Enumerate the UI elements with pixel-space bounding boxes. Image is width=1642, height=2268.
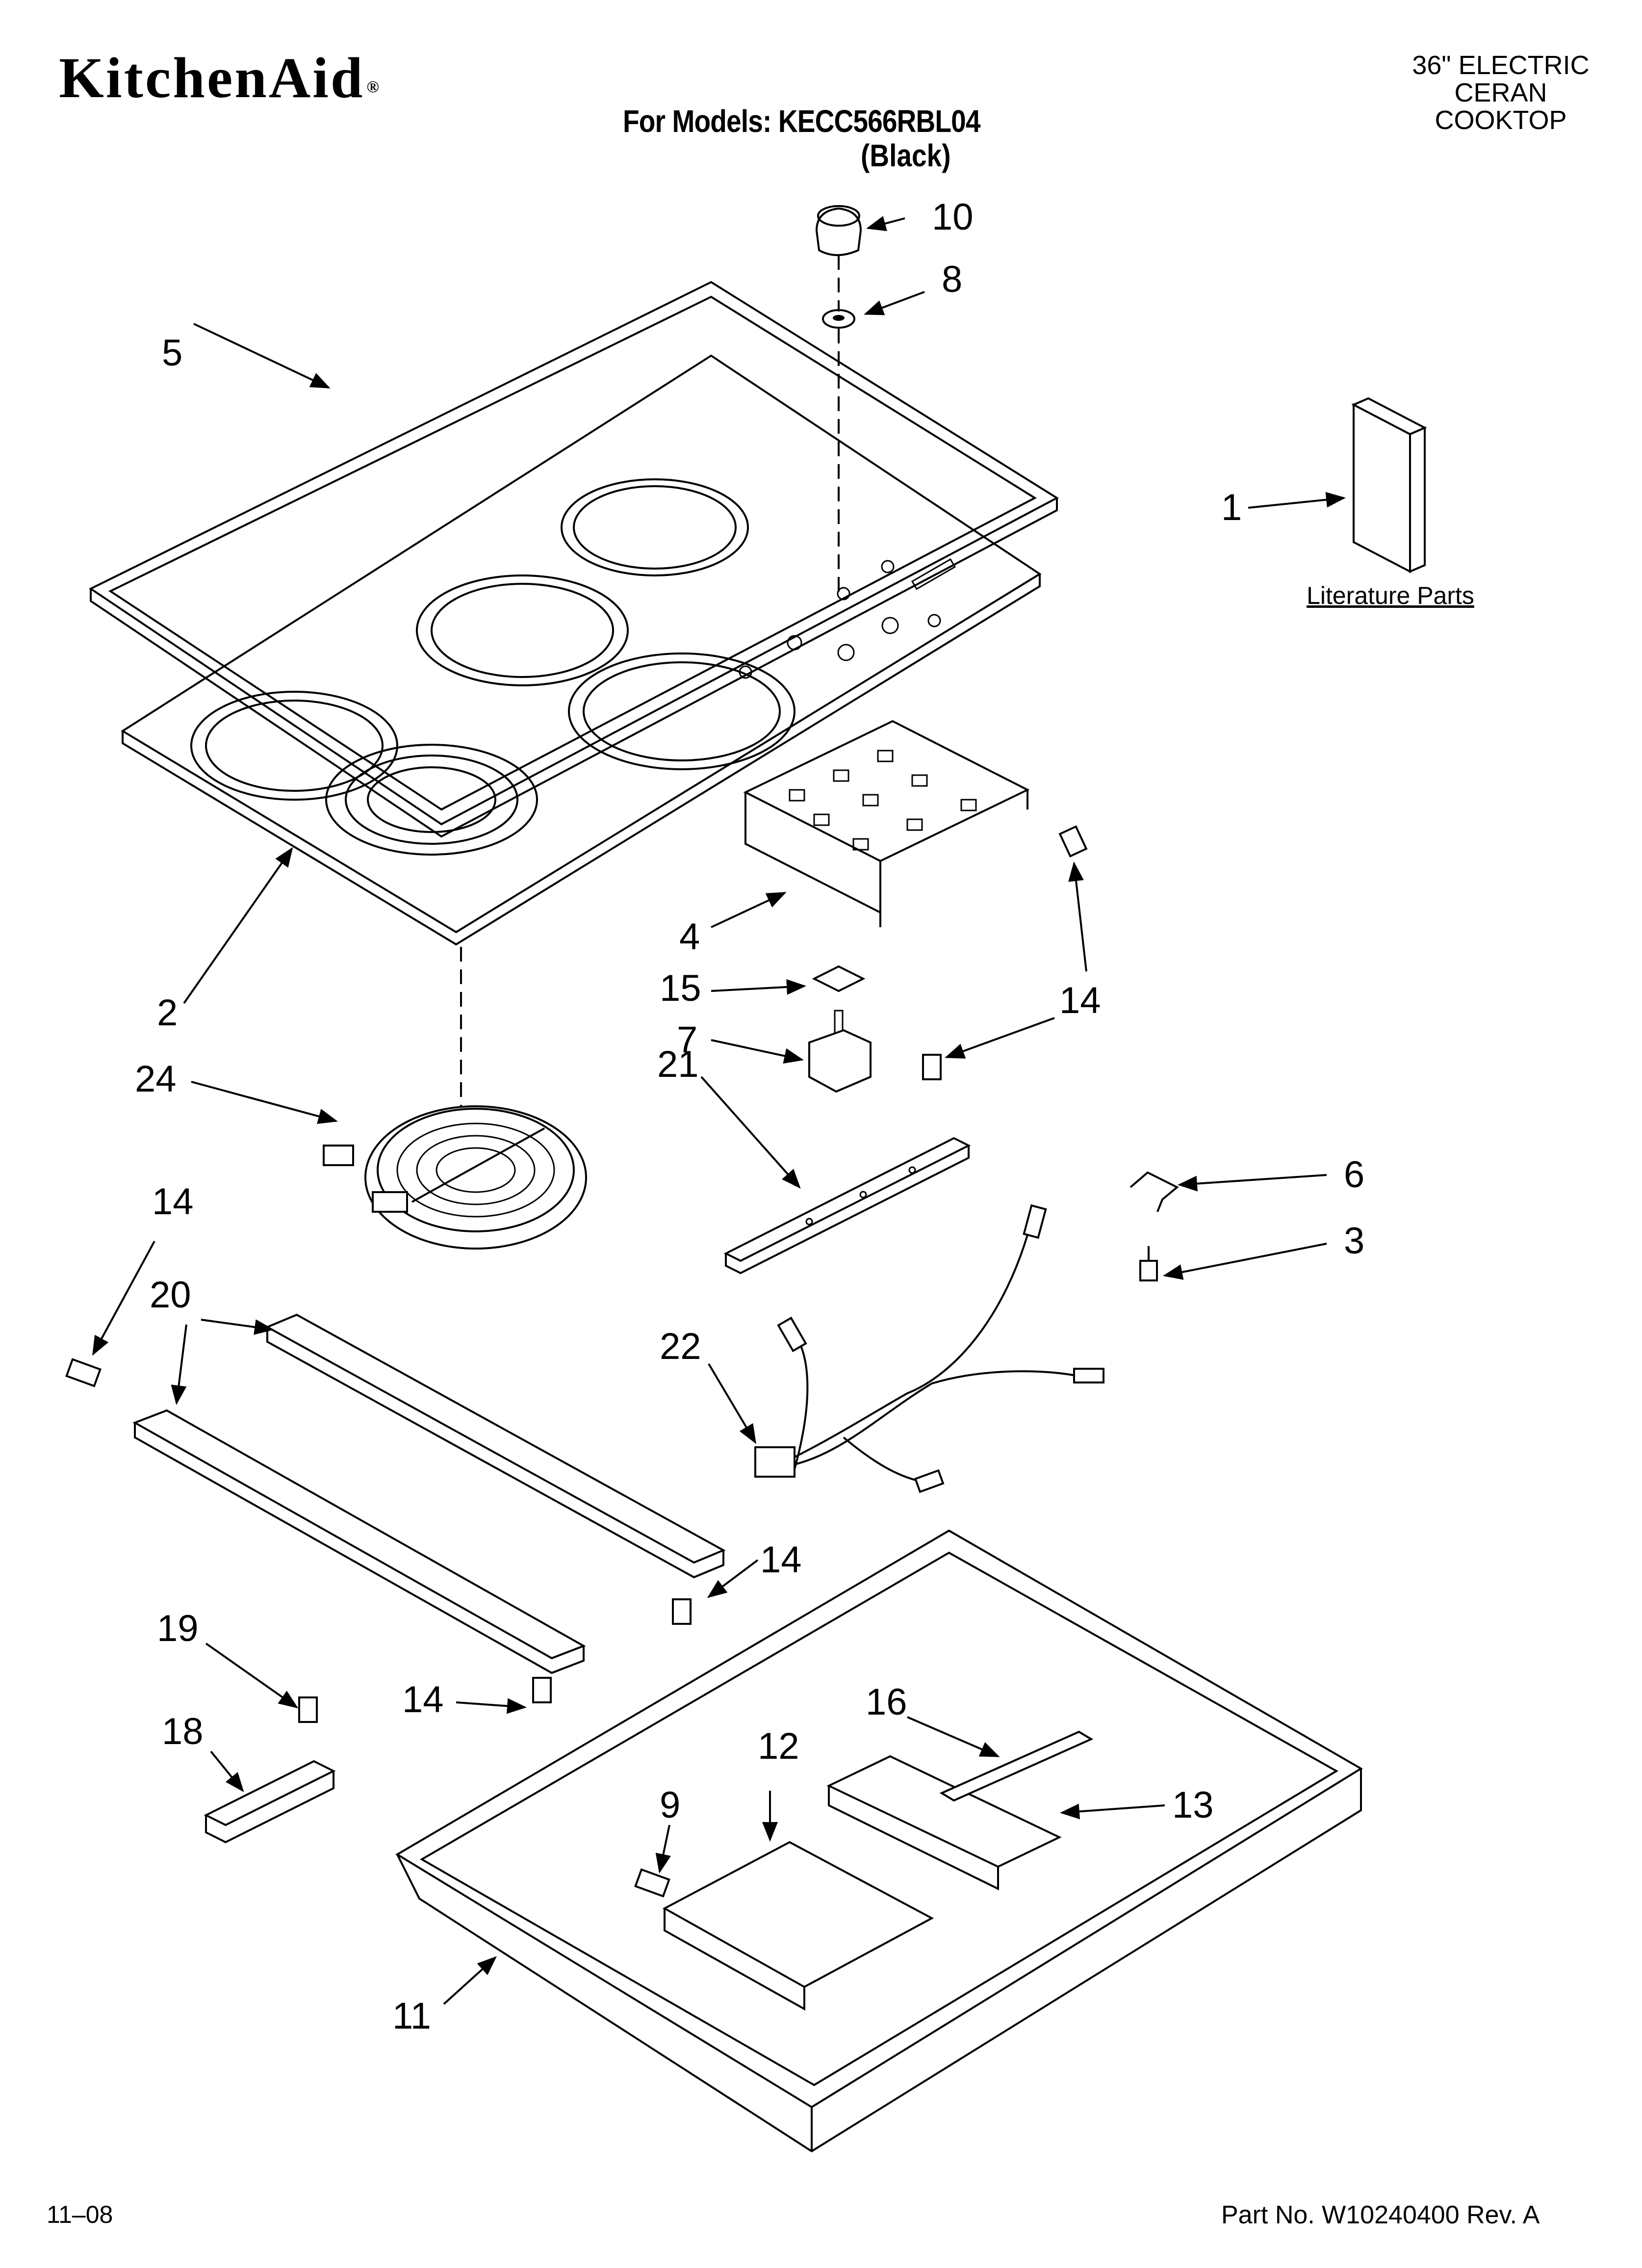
callout-24: 24: [135, 1058, 177, 1100]
part-19-screw: [298, 1696, 318, 1723]
part-15-switch-plate: [812, 965, 866, 992]
part-12-terminal-bracket: [662, 1841, 934, 2011]
callout-14-bracket-screw: 14: [1059, 980, 1101, 1021]
part-11-cooktop-box: [395, 1529, 1363, 2153]
part-4-control-bracket: [743, 720, 1030, 927]
part-7-infinite-switch: [808, 1010, 872, 1093]
callout-14-rail-screw: 14: [152, 1181, 194, 1223]
part-9-ground-screw: [634, 1868, 670, 1898]
part-1-literature-booklet: [1351, 397, 1427, 574]
brand-name: KitchenAid: [59, 46, 365, 110]
callout-18: 18: [162, 1711, 204, 1752]
callout-3: 3: [1344, 1220, 1364, 1262]
part-16-insulation-strip: [939, 1730, 1094, 1802]
callout-5: 5: [162, 332, 182, 374]
callout-12: 12: [758, 1725, 799, 1767]
callout-8: 8: [942, 259, 962, 300]
callout-numbers: 10 8 5 1 2 4 15 7 24 14 21 6 3 14 20 22 …: [135, 196, 1364, 2037]
product-title: 36" ELECTRIC CERAN COOKTOP: [1373, 52, 1628, 134]
product-title-line-1: 36" ELECTRIC: [1412, 51, 1590, 80]
callout-13: 13: [1172, 1784, 1214, 1826]
part-3-screw: [1139, 1246, 1158, 1281]
part-8-knob-washer: [822, 309, 855, 329]
callout-10: 10: [932, 196, 974, 238]
callout-22: 22: [660, 1326, 701, 1367]
callout-15: 15: [660, 967, 701, 1009]
footer-part-number: Part No. W10240400 Rev. A: [1221, 2201, 1540, 2229]
callout-6: 6: [1344, 1154, 1364, 1196]
part-13-wire-shield: [826, 1755, 1062, 1891]
callout-21: 21: [657, 1043, 699, 1085]
color-line: (Black): [861, 138, 951, 173]
literature-parts-label: Literature Parts: [1307, 582, 1474, 609]
callout-19: 19: [157, 1608, 199, 1649]
models-line: For Models: KECC566RBL04: [623, 104, 981, 139]
part-10-control-knob: [815, 205, 862, 256]
part-18-bracket: [204, 1760, 336, 1844]
callout-11: 11: [392, 1995, 431, 2037]
part-24-radiant-element: [323, 1105, 587, 1250]
part-20-support-rails: [132, 1313, 726, 1674]
part-14-screws: [65, 825, 1088, 1703]
part-5-trim-frame: [89, 281, 1059, 838]
part-21-switch-bracket: [723, 1137, 971, 1275]
product-title-line-2: CERAN: [1454, 78, 1547, 107]
callout-2: 2: [157, 992, 178, 1034]
product-title-line-3: COOKTOP: [1435, 105, 1567, 135]
callout-9: 9: [660, 1784, 680, 1826]
callout-7: 7: [677, 1019, 697, 1061]
brand-logo: KitchenAid®: [59, 49, 381, 107]
callout-20: 20: [150, 1274, 191, 1316]
part-22-wire-harness: [754, 1204, 1104, 1493]
callout-16: 16: [866, 1681, 907, 1723]
part-2-ceran-glass-top: [121, 354, 1042, 946]
leader-arrows: [92, 216, 1346, 2005]
registered-mark: ®: [366, 78, 381, 96]
callout-14-box-screw-right: 14: [760, 1539, 802, 1581]
callout-4: 4: [679, 916, 700, 958]
part-6-mounting-clip: [1129, 1171, 1179, 1212]
callout-1: 1: [1221, 487, 1242, 528]
footer-date: 11–08: [47, 2201, 113, 2228]
callout-14-box-screw-left: 14: [402, 1679, 444, 1721]
